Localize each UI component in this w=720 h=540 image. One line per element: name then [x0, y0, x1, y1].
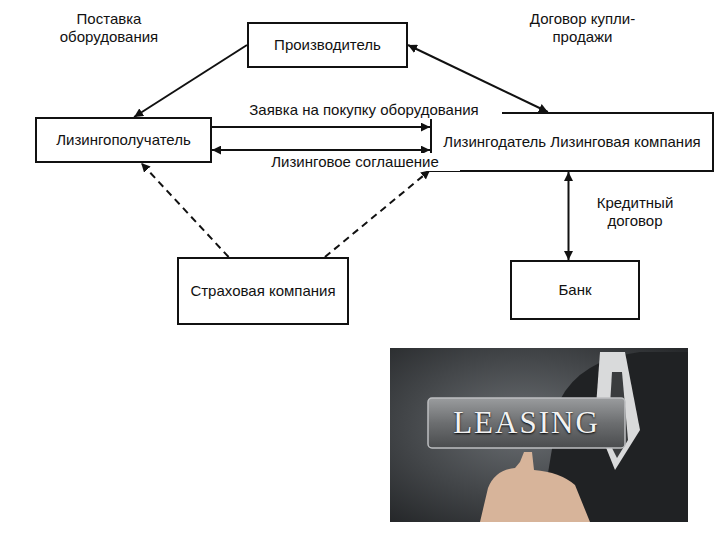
box-text: Страховая компания	[184, 282, 341, 300]
edge-label: Кредитный договор	[580, 194, 690, 230]
process-box: Страховая компания	[177, 257, 349, 325]
leasing-button	[428, 398, 625, 448]
connector-arrow	[568, 172, 570, 260]
photo-group	[390, 348, 688, 522]
box-text: Лизингополучатель	[50, 131, 197, 149]
dashed-connector	[141, 163, 228, 257]
dashed-connector	[325, 170, 430, 257]
box-text: Лизингодатель Лизинговая компания	[437, 133, 706, 151]
edge-label: Поставка оборудования	[48, 10, 170, 46]
box-text: Производитель	[268, 36, 387, 54]
edge-label: Заявка на покупку оборудования	[226, 101, 502, 119]
box-text: Банк	[552, 281, 597, 299]
process-box: Лизингодатель Лизинговая компания	[430, 112, 714, 172]
connector-arrow	[212, 126, 430, 128]
hand	[480, 452, 590, 522]
button-caption: LEASING	[428, 398, 625, 448]
process-box: Производитель	[247, 22, 408, 68]
connector-arrow	[212, 149, 430, 151]
process-box: Банк	[510, 260, 640, 320]
edge-label: Лизинговое соглашение	[250, 153, 460, 171]
process-box: Лизингополучатель	[35, 117, 212, 163]
edge-label: Договор купли-продажи	[515, 10, 650, 46]
